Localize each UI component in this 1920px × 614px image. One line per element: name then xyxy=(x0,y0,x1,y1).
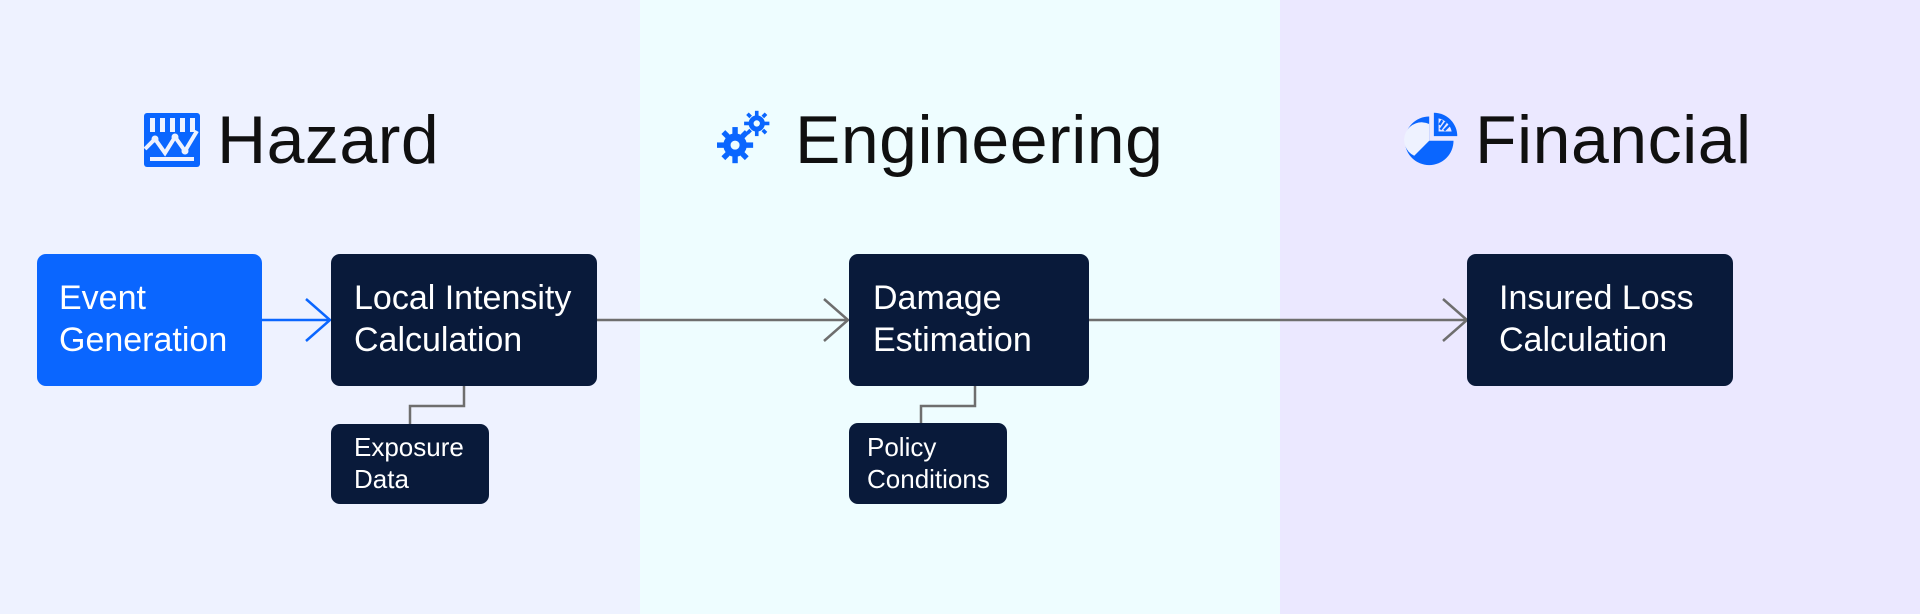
policy-conditions-label: Policy Conditions xyxy=(867,431,990,494)
insured-loss-node: Insured Loss Calculation xyxy=(1467,254,1733,386)
exposure-data-node: Exposure Data xyxy=(331,424,489,504)
engineering-heading: Engineering xyxy=(717,100,1163,180)
damage-estimation-node: Damage Estimation xyxy=(849,254,1089,386)
local-intensity-node: Local Intensity Calculation xyxy=(331,254,597,386)
hazard-title: Hazard xyxy=(217,102,440,178)
insured-loss-label: Insured Loss Calculation xyxy=(1499,279,1694,359)
local-intensity-label: Local Intensity Calculation xyxy=(354,279,572,359)
financial-title: Financial xyxy=(1475,102,1752,178)
event-generation-node: Event Generation xyxy=(37,254,262,386)
gears-icon xyxy=(717,109,773,171)
hazard-heading: Hazard xyxy=(141,100,439,180)
policy-conditions-node: Policy Conditions xyxy=(849,423,1007,504)
event-generation-label: Event Generation xyxy=(59,279,228,359)
engineering-title: Engineering xyxy=(795,102,1164,178)
pie-chart-icon xyxy=(1403,109,1461,171)
damage-estimation-label: Damage Estimation xyxy=(873,279,1032,359)
financial-heading: Financial xyxy=(1403,100,1752,180)
exposure-data-label: Exposure Data xyxy=(354,432,464,494)
seismograph-chart-icon xyxy=(141,109,203,171)
